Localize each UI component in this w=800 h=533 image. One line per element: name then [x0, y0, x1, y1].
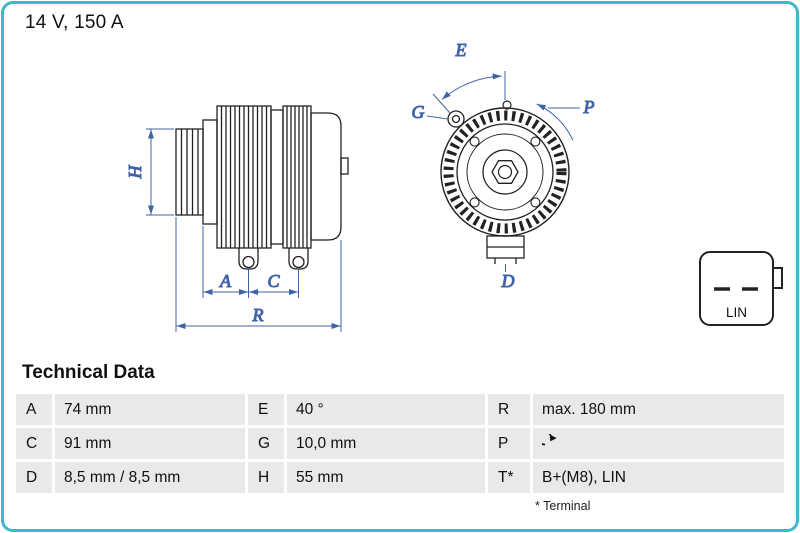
dim-label-r: R	[252, 305, 264, 325]
connector-latch-tab	[773, 267, 783, 289]
tech-value-R: max. 180 mm	[533, 394, 784, 425]
technical-data-table: A 74 mm E 40 ° R max. 180 mm C 91 mm G 1…	[16, 394, 784, 513]
tech-key-P: P	[488, 428, 530, 459]
tech-key-R: R	[488, 394, 530, 425]
terminal-footnote: * Terminal	[535, 499, 591, 513]
alternator-front-view	[440, 100, 570, 264]
rear-fins	[282, 105, 312, 249]
rotation-clockwise-icon	[542, 434, 557, 446]
tech-key-E: E	[248, 394, 284, 425]
front-fins	[216, 105, 272, 249]
mounting-lug-front	[447, 110, 465, 128]
technical-data-title: Technical Data	[22, 362, 155, 383]
bottom-foot	[486, 235, 525, 264]
dim-label-h: H	[125, 165, 145, 180]
tech-value-H: 55 mm	[287, 462, 485, 493]
rear-cover	[310, 112, 342, 241]
connector-label: LIN	[726, 305, 747, 320]
tech-value-C: 91 mm	[55, 428, 245, 459]
dim-label-p: P	[583, 97, 595, 117]
tech-value-D: 8,5 mm / 8,5 mm	[55, 462, 245, 493]
dim-label-g: G	[412, 102, 425, 122]
terminal-stub	[340, 157, 349, 175]
voltage-amperage-rating: 14 V, 150 A	[25, 12, 124, 33]
dim-label-d: D	[501, 271, 515, 291]
tech-value-E: 40 °	[287, 394, 485, 425]
center-collar	[270, 109, 284, 245]
dim-label-a: A	[219, 271, 232, 291]
front-view-dimensions: E G P D	[411, 40, 595, 292]
lin-connector: LIN	[699, 251, 783, 326]
tech-key-T: T*	[488, 462, 530, 493]
tech-value-G: 10,0 mm	[287, 428, 485, 459]
tech-key-C: C	[16, 428, 52, 459]
top-stud	[502, 100, 512, 110]
alternator-side-view	[175, 105, 349, 270]
dim-label-c: C	[267, 271, 280, 291]
tech-key-G: G	[248, 428, 284, 459]
tech-key-H: H	[248, 462, 284, 493]
cooling-slot-ring	[443, 110, 567, 234]
tech-key-A: A	[16, 394, 52, 425]
tech-key-D: D	[16, 462, 52, 493]
through-bolts	[469, 136, 541, 208]
tech-value-P	[533, 428, 784, 459]
technical-drawing: H A C R	[125, 40, 783, 332]
pulley	[175, 128, 204, 216]
tech-value-A: 74 mm	[55, 394, 245, 425]
technical-data-section: Technical Data A 74 mm E 40 ° R max. 180…	[16, 362, 784, 513]
side-view-dimensions: H A C R	[125, 128, 342, 332]
tech-value-T: B+(M8), LIN	[533, 462, 784, 493]
front-bracket	[202, 119, 218, 225]
dim-label-e: E	[455, 40, 467, 60]
mounting-lugs	[238, 248, 309, 270]
shaft-nut	[491, 160, 519, 184]
